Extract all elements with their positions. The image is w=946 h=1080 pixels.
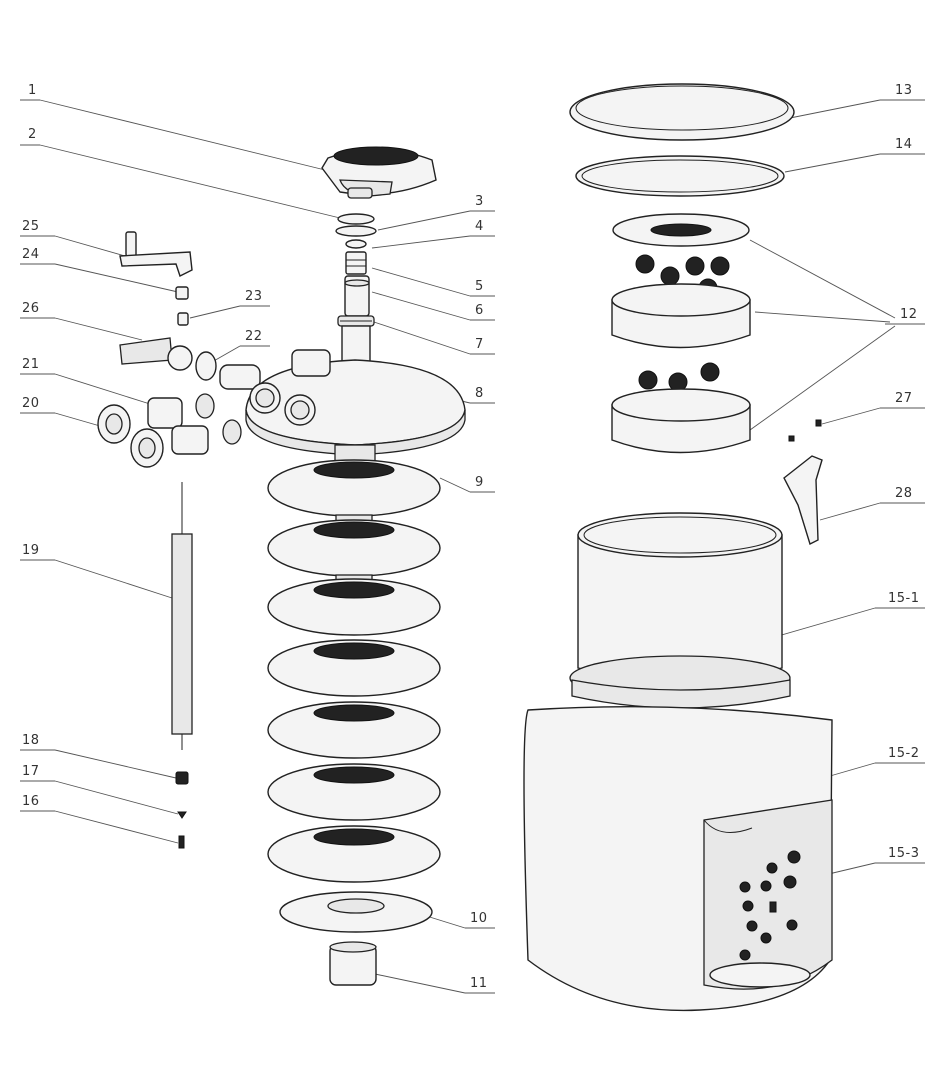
disc-4	[267, 639, 441, 697]
callout-15-2: 15-2	[829, 746, 925, 777]
callout-16: 16	[20, 794, 179, 844]
svg-text:22: 22	[245, 329, 263, 344]
svg-text:15-1: 15-1	[888, 591, 920, 606]
callout-4: 4	[371, 219, 495, 249]
callout-15-1: 15-1	[777, 591, 925, 637]
callout-1: 1	[20, 83, 326, 171]
part-10-base	[279, 891, 433, 933]
part-4-ring	[345, 239, 367, 249]
part-24-fitting	[175, 286, 189, 300]
callout-25: 25	[20, 219, 126, 257]
svg-text:23: 23	[245, 289, 263, 304]
svg-text:7: 7	[475, 337, 484, 352]
svg-text:12: 12	[900, 307, 918, 322]
callout-11: 11	[374, 973, 495, 994]
disc-6	[267, 763, 441, 821]
svg-text:21: 21	[22, 357, 40, 372]
callout-23: 23	[189, 289, 270, 319]
part-13-clamp-ring	[569, 83, 795, 141]
part-15-1-upper-shell	[569, 512, 791, 709]
part-26-gauge	[119, 337, 193, 371]
svg-text:1: 1	[28, 83, 37, 98]
svg-text:8: 8	[475, 386, 484, 401]
callout-3: 3	[377, 194, 495, 231]
disc-7	[267, 825, 441, 883]
part-19-lateral-pipe	[171, 482, 193, 750]
part-14-gasket	[575, 155, 785, 197]
disc-5	[267, 701, 441, 759]
svg-text:27: 27	[895, 391, 913, 406]
svg-text:4: 4	[475, 219, 484, 234]
part-22-oring	[195, 351, 217, 381]
part-5-gear	[345, 251, 367, 275]
disc-3	[267, 578, 441, 636]
part-8-valve-body	[219, 325, 466, 456]
callout-24: 24	[20, 247, 179, 293]
svg-text:3: 3	[475, 194, 484, 209]
svg-text:26: 26	[22, 301, 40, 316]
callout-20: 20	[20, 396, 101, 427]
part-27-screw	[788, 419, 822, 442]
svg-text:14: 14	[895, 137, 913, 152]
callout-7: 7	[373, 321, 495, 355]
part-15-2-tank-base	[523, 705, 833, 1012]
part-9-disc-stack	[267, 444, 441, 883]
svg-text:18: 18	[22, 733, 40, 748]
callout-18: 18	[20, 733, 177, 779]
callout-28: 28	[819, 486, 925, 521]
part-1-valve-cap	[321, 146, 437, 199]
svg-text:24: 24	[22, 247, 40, 262]
svg-text:13: 13	[895, 83, 913, 98]
part-16-pin	[178, 835, 185, 849]
svg-text:25: 25	[22, 219, 40, 234]
svg-text:19: 19	[22, 543, 40, 558]
part-25-handle	[119, 231, 193, 277]
svg-text:11: 11	[470, 976, 488, 991]
callout-2: 2	[20, 127, 341, 219]
part-28-bracket	[783, 455, 823, 545]
part-15-3-vent-holes	[739, 850, 801, 961]
callout-17: 17	[20, 764, 179, 815]
svg-text:2: 2	[28, 127, 37, 142]
part-18-cap	[175, 771, 189, 785]
svg-text:15-3: 15-3	[888, 846, 920, 861]
callout-14: 14	[784, 137, 925, 173]
callout-9: 9	[439, 475, 495, 493]
part-17-clip	[177, 811, 187, 819]
callout-26: 26	[20, 301, 143, 341]
svg-text:6: 6	[475, 303, 484, 318]
svg-text:15-2: 15-2	[888, 746, 920, 761]
part-12-media-baskets	[611, 213, 751, 454]
callout-19: 19	[20, 543, 173, 599]
part-11-drain-fitting	[329, 941, 377, 986]
svg-text:16: 16	[22, 794, 40, 809]
callout-27: 27	[821, 391, 925, 425]
part-20-union-nuts	[97, 404, 164, 468]
callout-22: 22	[211, 329, 270, 363]
part-21-screens	[147, 393, 242, 455]
svg-text:9: 9	[475, 475, 484, 490]
callout-5: 5	[371, 267, 495, 297]
part-3-washer	[335, 225, 377, 237]
part-7-ring	[337, 315, 375, 327]
svg-text:28: 28	[895, 486, 913, 501]
svg-text:17: 17	[22, 764, 40, 779]
callout-13: 13	[789, 83, 925, 119]
part-6-stem	[344, 275, 370, 317]
disc-2	[267, 519, 441, 577]
svg-text:20: 20	[22, 396, 40, 411]
callout-6: 6	[371, 291, 495, 321]
svg-text:5: 5	[475, 279, 484, 294]
part-2-oring	[337, 213, 375, 225]
callout-21: 21	[20, 357, 151, 405]
part-23-fitting	[177, 312, 189, 326]
disc-1	[267, 459, 441, 517]
callout-12: 12	[749, 239, 925, 431]
svg-text:10: 10	[470, 911, 488, 926]
